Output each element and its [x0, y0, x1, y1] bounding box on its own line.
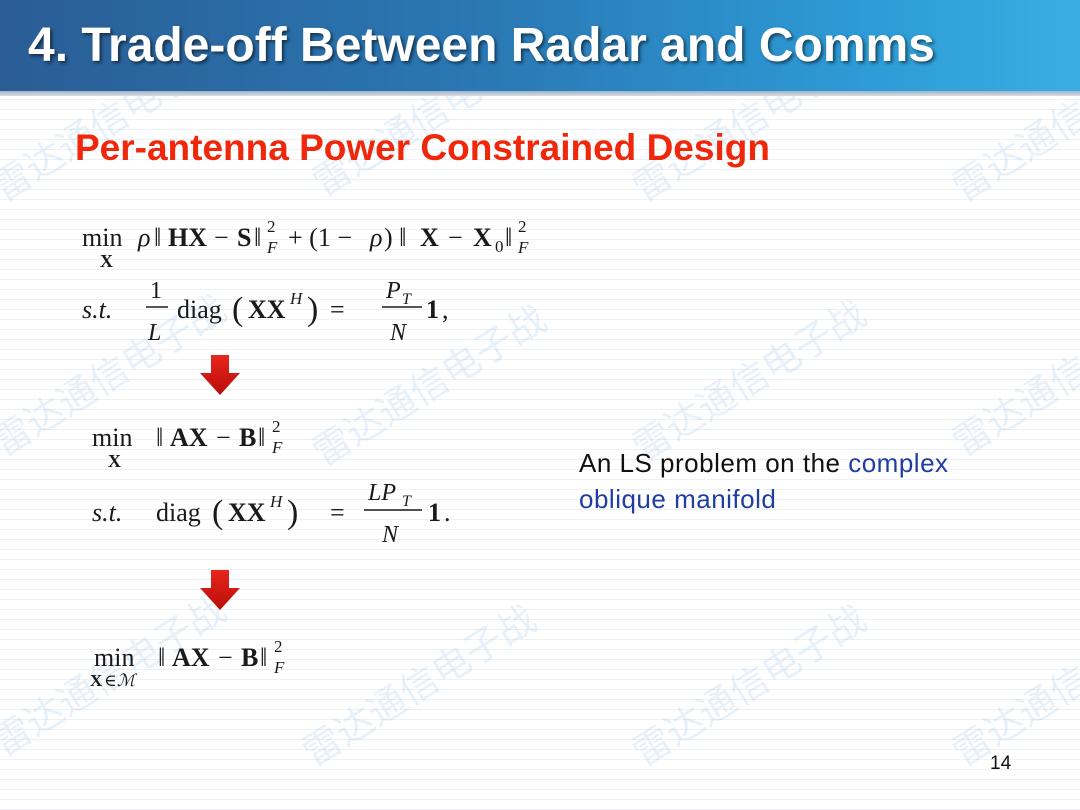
slide-title: 4. Trade-off Between Radar and Comms — [28, 19, 935, 72]
svg-text:B: B — [239, 423, 256, 452]
svg-text:N: N — [389, 320, 408, 346]
svg-text:‖: ‖ — [260, 643, 267, 672]
svg-text:S: S — [237, 223, 251, 252]
svg-text:(: ( — [212, 494, 223, 531]
description-text: An LS problem on the complex oblique man… — [579, 445, 1029, 517]
equation-2: min X ‖ AX − B ‖ 2 F s.t. diag ( XX H ) … — [92, 412, 492, 557]
description-lead: An LS problem on the — [579, 448, 849, 478]
svg-text:L: L — [147, 320, 161, 346]
svg-text:=: = — [330, 295, 345, 324]
equation-1-render: min X ρ ‖ HX − S ‖ 2 F + (1 − ρ ) ‖ X − … — [82, 217, 529, 346]
svg-text:F: F — [271, 438, 283, 457]
svg-text:ρ: ρ — [137, 223, 150, 252]
svg-text:2: 2 — [267, 217, 276, 236]
svg-text:2: 2 — [518, 217, 527, 236]
svg-text:‖: ‖ — [258, 423, 265, 452]
svg-text:AX: AX — [172, 643, 210, 672]
svg-text:1: 1 — [150, 278, 162, 304]
svg-text:X: X — [90, 671, 103, 690]
equation-2-render: min X ‖ AX − B ‖ 2 F s.t. diag ( XX H ) … — [92, 417, 451, 548]
svg-text:N: N — [381, 522, 400, 548]
svg-text:T: T — [402, 493, 412, 510]
svg-text:F: F — [273, 658, 285, 677]
svg-text:X: X — [100, 251, 113, 271]
svg-text:LP: LP — [367, 480, 396, 506]
svg-text:F: F — [517, 238, 529, 257]
svg-text:H: H — [269, 492, 284, 511]
svg-text:XX: XX — [228, 498, 266, 527]
svg-text:HX: HX — [168, 223, 207, 252]
svg-text:(: ( — [232, 291, 243, 328]
svg-text:2: 2 — [274, 637, 283, 656]
svg-text:XX: XX — [248, 295, 286, 324]
watermark: 雷达通信电子战 — [624, 291, 874, 470]
svg-text:‖: ‖ — [156, 423, 163, 452]
svg-text:H: H — [289, 289, 304, 308]
svg-text:diag: diag — [156, 498, 201, 527]
svg-text:∈: ∈ — [104, 671, 117, 690]
svg-text:‖: ‖ — [154, 223, 161, 252]
svg-text:0: 0 — [495, 237, 504, 256]
equation-3: min X ∈ ℳ ‖ AX − B ‖ 2 F — [90, 632, 390, 707]
down-arrow-icon — [199, 570, 241, 617]
svg-text:X: X — [108, 451, 121, 471]
svg-text:1: 1 — [428, 498, 441, 527]
svg-text:ρ: ρ — [369, 223, 382, 252]
svg-text:.: . — [444, 498, 451, 527]
svg-text:ℳ: ℳ — [117, 671, 138, 690]
svg-text:,: , — [442, 295, 449, 324]
svg-text:=: = — [330, 498, 345, 527]
svg-text:+ (1 −: + (1 − — [288, 223, 352, 252]
svg-text:): ) — [287, 494, 298, 531]
svg-text:P: P — [385, 278, 401, 304]
svg-text:−: − — [448, 223, 463, 252]
equation-1: min X ρ ‖ HX − S ‖ 2 F + (1 − ρ ) ‖ X − … — [82, 210, 622, 355]
down-arrow-icon — [199, 355, 241, 402]
svg-text:F: F — [266, 238, 278, 257]
svg-text:2: 2 — [272, 417, 281, 436]
svg-text:s.t.: s.t. — [82, 295, 112, 324]
svg-text:s.t.: s.t. — [92, 498, 122, 527]
watermark: 雷达通信电子战 — [944, 596, 1080, 775]
svg-text:−: − — [214, 223, 229, 252]
title-bar: 4. Trade-off Between Radar and Comms — [0, 0, 1080, 91]
svg-text:‖: ‖ — [254, 223, 261, 252]
svg-text:min: min — [92, 423, 132, 452]
equation-3-render: min X ∈ ℳ ‖ AX − B ‖ 2 F — [90, 637, 285, 690]
svg-text:−: − — [216, 423, 231, 452]
svg-text:diag: diag — [177, 295, 222, 324]
svg-text:min: min — [94, 643, 134, 672]
watermark: 雷达通信电子战 — [624, 596, 874, 775]
watermark: 雷达通信电子战 — [944, 286, 1080, 465]
description-highlight: complex oblique manifold — [579, 448, 949, 514]
svg-text:‖: ‖ — [158, 643, 165, 672]
svg-text:‖: ‖ — [505, 223, 512, 252]
page-number: 14 — [990, 753, 1012, 774]
svg-text:X: X — [473, 223, 492, 252]
title-underline — [0, 91, 1080, 96]
svg-text:min: min — [82, 223, 122, 252]
section-heading: Per-antenna Power Constrained Design — [75, 127, 770, 168]
svg-text:) ‖: ) ‖ — [384, 223, 406, 252]
svg-text:X: X — [420, 223, 439, 252]
svg-text:−: − — [218, 643, 233, 672]
svg-text:AX: AX — [170, 423, 208, 452]
svg-text:1: 1 — [426, 295, 439, 324]
svg-text:T: T — [402, 291, 412, 308]
svg-text:): ) — [307, 291, 318, 328]
svg-text:B: B — [241, 643, 258, 672]
